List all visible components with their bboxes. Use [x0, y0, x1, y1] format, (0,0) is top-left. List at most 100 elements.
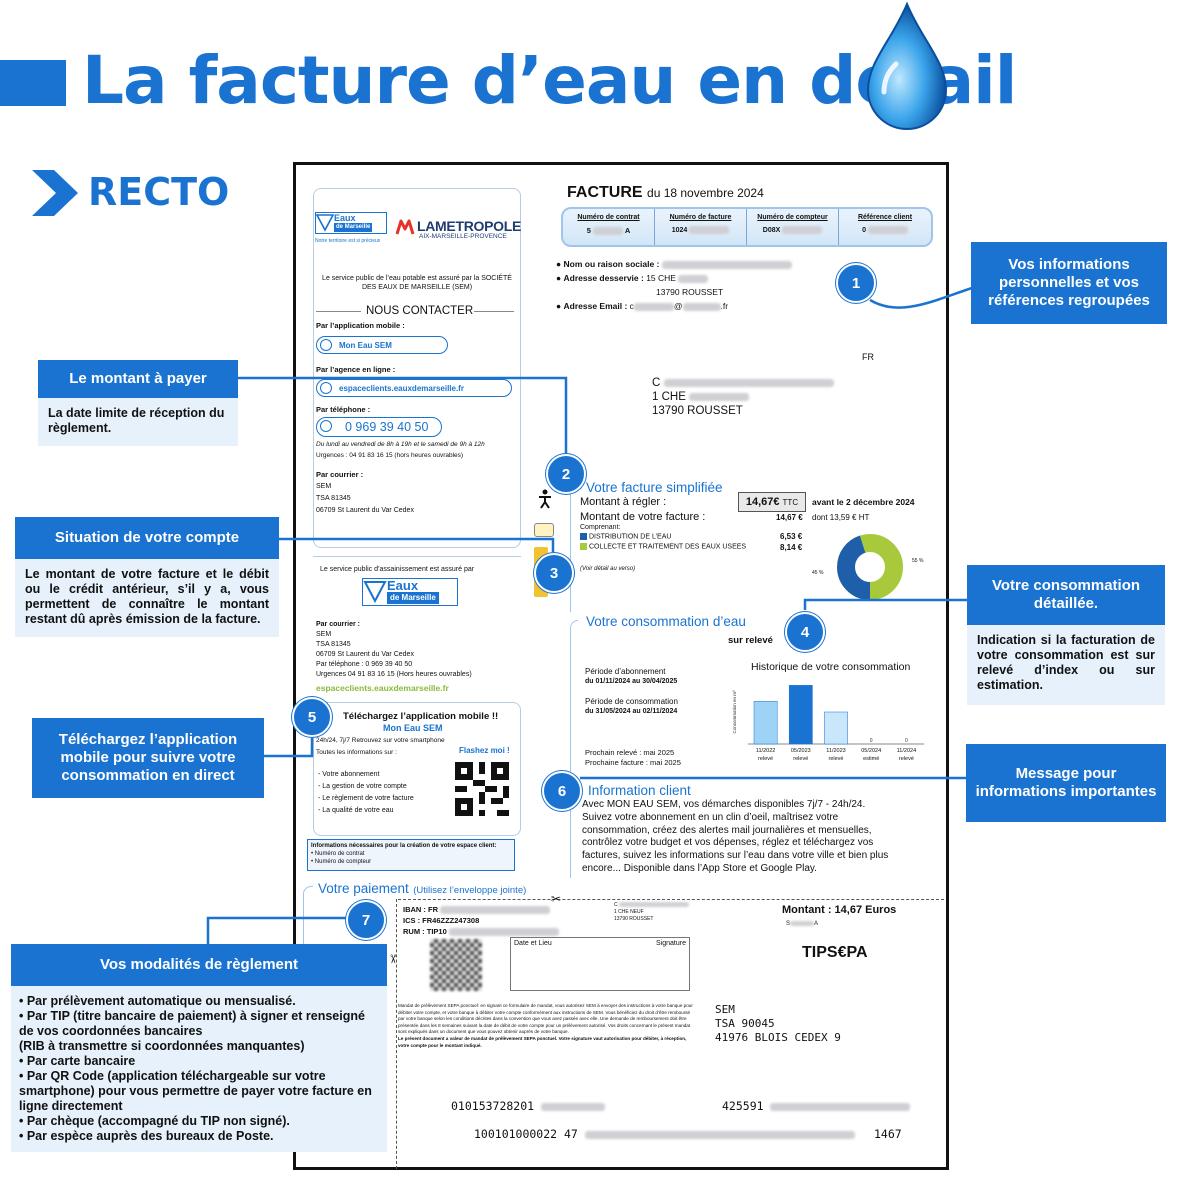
by-app-label: Par l’application mobile : — [316, 321, 405, 330]
logo-eaux-sub: de Marseille — [334, 223, 373, 232]
espace-title: Informations nécessaires pour la créatio… — [311, 843, 497, 849]
code-line-4: 1467 — [874, 1127, 902, 1141]
logo-eaux-sub: de Marseille — [387, 592, 439, 604]
legend-swatch — [580, 543, 587, 550]
x-tick-label: 11/2023 — [826, 748, 845, 754]
bar-value-label: 0 — [870, 738, 873, 744]
prochaine-facture: Prochaine facture : mai 2025 — [585, 758, 681, 767]
tip-ref-start: S — [786, 921, 791, 928]
app-name: Mon Eau SEM — [339, 340, 392, 350]
a-regler-label: Montant à régler : — [580, 496, 667, 508]
montant-facture-value: 14,67 € — [776, 513, 803, 522]
payer-line: 13790 ROUSSET — [614, 916, 654, 922]
app-pill[interactable]: Mon Eau SEM — [316, 336, 448, 354]
distribution-row: DISTRIBUTION DE L’EAU — [580, 533, 671, 540]
recipient-line: C — [652, 377, 661, 389]
signature-box[interactable]: Date et Lieu Signature — [510, 937, 690, 991]
list-item: • Par espèce auprès des bureaux de Poste… — [19, 1129, 274, 1143]
callout-message: Message pour informations importantes — [966, 744, 1166, 822]
consumption-bar-chart: Consommation en m³11/2022relevé05/2023re… — [732, 685, 924, 762]
opening-hours: Du lundi au vendredi de 8h à 19h et le s… — [316, 441, 485, 448]
page-title: La facture d’eau en détail — [82, 42, 1017, 119]
logo-metropole-text: LAMETROPOLE — [417, 218, 522, 234]
qr-code-icon[interactable] — [455, 762, 509, 816]
tip-dashed-line — [396, 899, 397, 1169]
ttc-label: TTC — [782, 497, 799, 507]
amount-due-box: 14,67€TTC — [738, 492, 806, 512]
x-tick-sublabel: relevé — [758, 756, 773, 762]
card-icon — [534, 523, 554, 537]
mail-line: 06709 St Laurent du Var Cedex — [316, 651, 414, 658]
dl-sub2: Toutes les informations sur : — [316, 749, 397, 756]
sem-line: SEM — [715, 1003, 735, 1016]
logo-eaux-tagline: Notre territoire est si précieux — [315, 238, 381, 244]
dl-sub: 24h/24, 7j/7 Retrouvez sur votre smartph… — [316, 737, 445, 744]
dl-title: Téléchargez l’application mobile !! — [343, 711, 499, 722]
collecte-row: COLLECTE ET TRAITEMENT DES EAUX USEES — [580, 543, 746, 550]
facture-word: FACTURE — [567, 184, 643, 201]
sur-releve: sur relevé — [728, 635, 773, 646]
assain-url[interactable]: espaceclients.eauxdemarseille.fr — [316, 683, 449, 693]
prochain: Prochain relevé : mai 2025 Prochaine fac… — [585, 748, 681, 768]
agency-link[interactable]: espaceclients.eauxdemarseille.fr — [316, 379, 512, 397]
assain-phone: Par téléphone : 0 969 39 40 50 — [316, 661, 413, 668]
mail-line: 06709 St Laurent du Var Cedex — [316, 507, 414, 514]
payer-address: C 1 CHE NEUF 13790 ROUSSET — [614, 902, 690, 923]
list-item: • Numéro de contrat — [311, 851, 365, 857]
badge-1: 1 — [836, 263, 876, 303]
sem-address: SEM TSA 90045 41976 BLOIS CEDEX 9 — [715, 1003, 841, 1045]
montant-tip: Montant : 14,67 Euros — [782, 904, 897, 916]
assain-mail-label: Par courrier : — [316, 621, 360, 628]
callout-app: Téléchargez l’application mobile pour su… — [32, 718, 264, 798]
globe-icon — [320, 382, 332, 394]
signature-label: Signature — [656, 940, 686, 947]
code-value: 100101000022 47 — [474, 1127, 578, 1141]
mail-line: SEM — [316, 483, 332, 490]
ref-header: Numéro de contrat — [577, 214, 640, 221]
periode-conso-label: Période de consommation — [585, 697, 678, 706]
ref-value: 5 — [586, 226, 591, 235]
by-mail-label: Par courrier : — [316, 470, 364, 479]
date-lieu: Date et Lieu — [514, 940, 552, 947]
list-item: (RIB à transmettre si coordonnées manqua… — [19, 1039, 305, 1053]
payer-line: C — [614, 902, 618, 908]
donut-slice-1 — [837, 534, 903, 600]
tipsepa-logo: TIPS€PA — [802, 944, 868, 961]
x-tick-label: 05/2023 — [791, 748, 811, 754]
list-item: • Par carte bancaire — [19, 1054, 136, 1068]
paiement-sub: (Utilisez l’enveloppe jointe) — [413, 885, 527, 896]
y-axis-label: Consommation en m³ — [732, 690, 737, 734]
qr-payment-icon[interactable] — [430, 939, 482, 991]
prochain-releve: Prochain relevé : mai 2025 — [585, 748, 675, 757]
scissors-icon: ✂ — [551, 892, 562, 906]
mail-address: SEM TSA 81345 06709 St Laurent du Var Ce… — [316, 481, 414, 517]
assain-text: Le service public d’assainissement est a… — [320, 566, 475, 573]
ref-value: 0 — [862, 226, 866, 234]
donut-label-right: 55 % — [912, 558, 924, 564]
header-bar — [0, 60, 66, 106]
sem-line: 41976 BLOIS CEDEX 9 — [715, 1031, 841, 1044]
code-value: 425591 — [722, 1099, 764, 1113]
recto-label: RECTO — [88, 170, 230, 214]
bank-details: IBAN : FR ICS : FR46ZZZ247308 RUM : TIP1… — [403, 904, 559, 937]
recipient-line: 1 CHE — [652, 391, 686, 403]
dont-ht: dont 13,59 € HT — [812, 513, 870, 522]
mail-line: SEM — [316, 631, 332, 638]
distribution-value: 6,53 € — [780, 532, 803, 541]
recipient-line: 13790 ROUSSET — [652, 405, 743, 417]
contact-title: NOUS CONTACTER — [366, 305, 474, 317]
phone-pill[interactable]: 0 969 39 40 50 — [316, 417, 442, 437]
list-item: - Votre abonnement — [318, 771, 380, 778]
email-value: c — [629, 301, 634, 311]
tip-ref-end: A — [814, 921, 819, 928]
phone-icon — [320, 420, 332, 432]
payer-line: 1 CHE NEUF — [614, 909, 644, 915]
ref-value: A — [624, 226, 631, 235]
bar-11/2023 — [824, 711, 848, 745]
periode-conso: Période de consommation du 31/05/2024 au… — [585, 697, 678, 717]
info-text: Avec MON EAU SEM, vos démarches disponib… — [582, 799, 889, 874]
list-item: • Numéro de compteur — [311, 859, 372, 865]
badge-6: 6 — [542, 771, 582, 811]
